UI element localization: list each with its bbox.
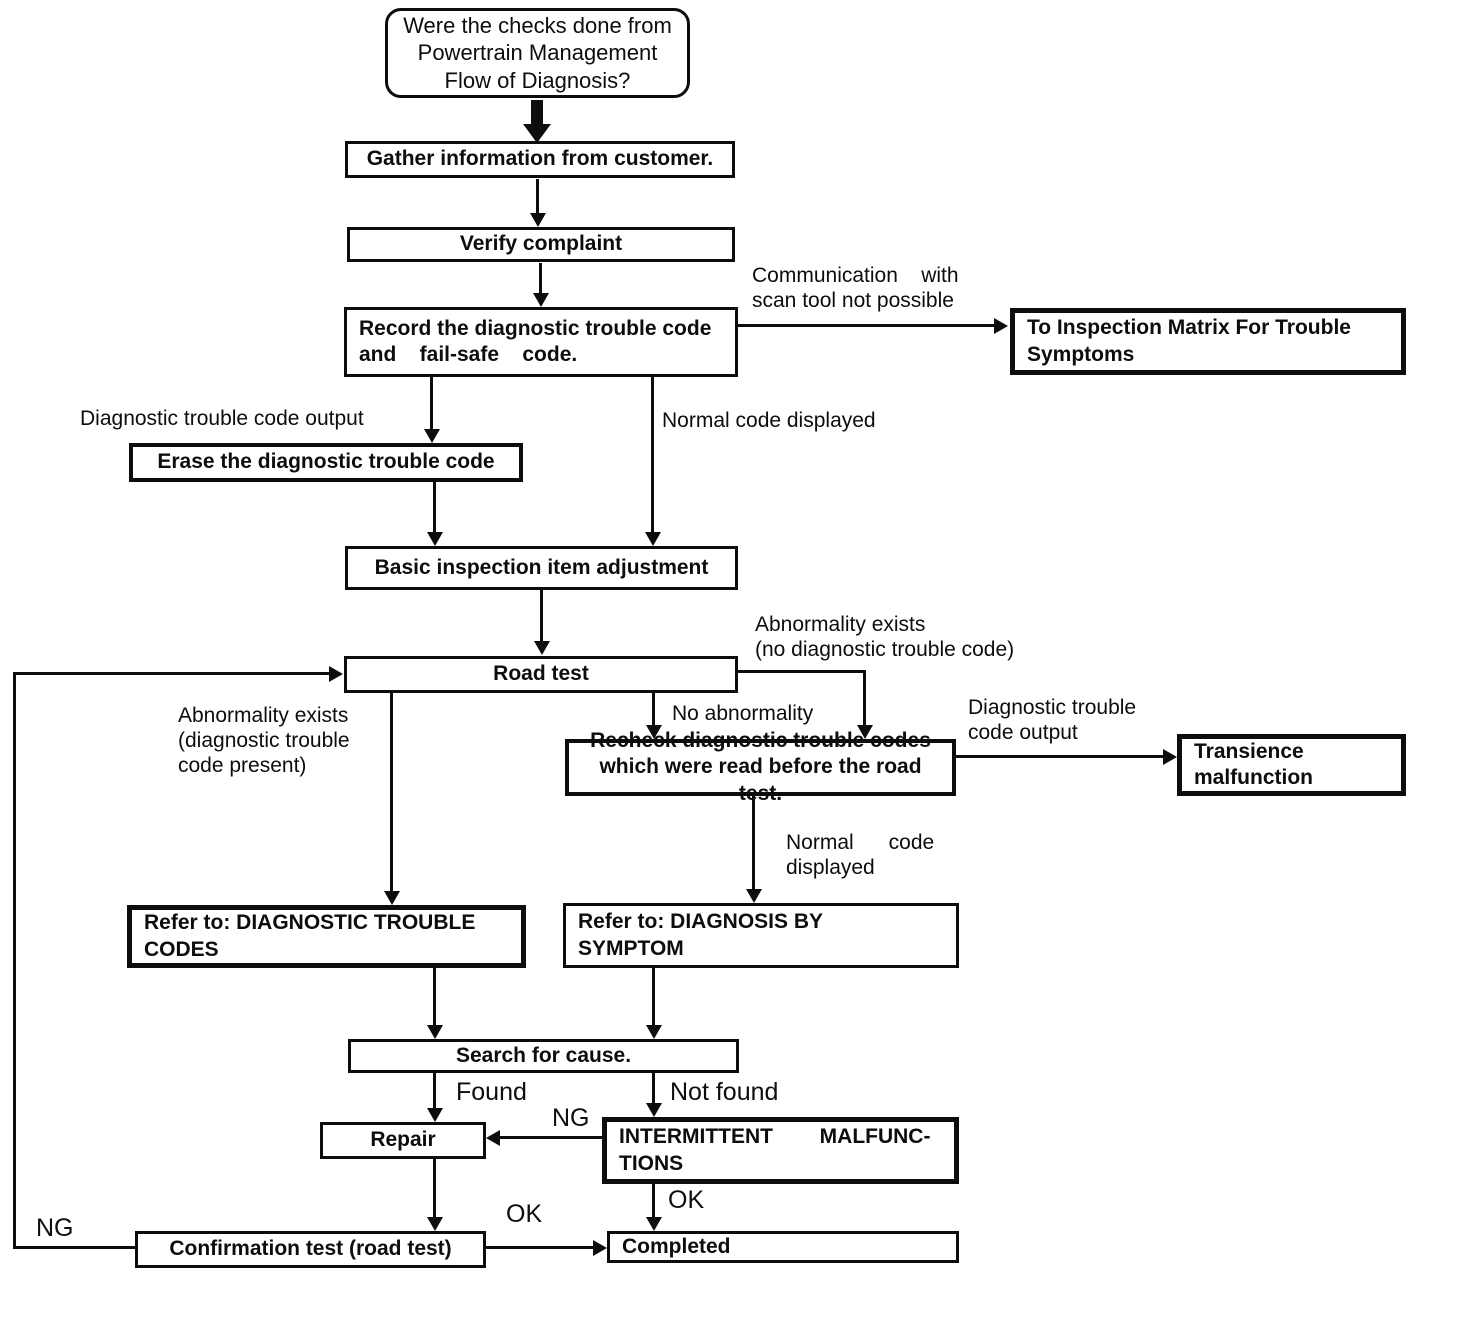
arrowhead-road-refer-dtc [384,891,400,905]
node-completed: Completed [607,1231,959,1263]
node-erase-dtc: Erase the diagnostic trouble code [129,443,523,482]
connector-record-basic [651,377,654,533]
node-to-inspection-matrix: To Inspection Matrix For Trouble Symptom… [1010,308,1406,375]
node-record-dtc: Record the diagnostic trouble code and f… [344,307,738,377]
connector-ng-loop-vertical [13,672,16,1249]
arrowhead-road-recheck [646,725,662,739]
node-road-test: Road test [344,656,738,693]
connector-intermittent-completed [652,1184,655,1218]
label-not-found: Not found [670,1078,779,1106]
connector-repair-confirmation [433,1159,436,1218]
arrowhead-intermittent-repair [486,1130,500,1146]
label-normal-code-displayed-2: Normal code displayed [786,831,935,880]
node-repair: Repair [320,1122,486,1159]
connector-start-gather [531,100,543,128]
arrowhead-recheck-refer-symptom [746,889,762,903]
arrowhead-record-basic [645,532,661,546]
label-found: Found [456,1078,527,1106]
label-ng-loop: NG [36,1214,74,1242]
arrowhead-refer-dtc-search [427,1025,443,1039]
connector-intermittent-repair [497,1136,602,1139]
arrowhead-basic-road [534,641,550,655]
label-normal-code-displayed: Normal code displayed [662,409,876,432]
connector-search-intermittent [652,1073,655,1104]
label-diagnostic-trouble-code-output-2: Diagnostic trouble code output [968,696,1137,745]
connector-road-recheck-elbow-h [738,670,866,673]
connector-record-erase [430,377,433,431]
arrowhead-search-repair [427,1108,443,1122]
connector-confirmation-completed [486,1246,594,1249]
node-basic-inspection: Basic inspection item adjustment [345,546,738,590]
node-gather-information: Gather information from customer. [345,141,735,178]
connector-refer-dtc-search [433,968,436,1026]
arrowhead-confirmation-completed [593,1240,607,1256]
connector-road-refer-dtc [390,693,393,891]
connector-road-recheck-elbow-v [863,670,866,725]
label-ok-confirmation: OK [506,1200,543,1228]
connector-record-inspection [738,324,996,327]
connector-recheck-refer-symptom [752,796,755,891]
arrowhead-record-inspection [994,318,1008,334]
arrowhead-intermittent-completed [646,1217,662,1231]
arrowhead-verify-record [533,293,549,307]
arrowhead-gather-verify [530,213,546,227]
arrowhead-start-gather [523,124,551,143]
arrowhead-road-recheck-elbow [857,725,873,739]
node-intermittent-malfunctions: INTERMITTENT MALFUNC- TIONS [602,1117,959,1184]
node-recheck-dtc: Recheck diagnostic trouble codes which w… [565,729,956,805]
connector-search-repair [433,1073,436,1109]
arrowhead-refer-symptom-search [646,1025,662,1039]
arrowhead-erase-basic [427,532,443,546]
label-ng-intermittent: NG [552,1104,590,1132]
arrowhead-record-erase [424,429,440,443]
connector-gather-verify [536,179,539,215]
connector-recheck-transience [956,755,1166,758]
arrowhead-ng-loop-road [329,666,343,682]
label-ok-intermittent: OK [668,1186,705,1214]
node-verify-complaint: Verify complaint [347,227,735,262]
connector-road-recheck [652,693,655,725]
connector-refer-symptom-search [652,968,655,1026]
connector-basic-road [540,590,543,642]
arrowhead-repair-confirmation [427,1217,443,1231]
connector-erase-basic [433,482,436,533]
connector-ng-loop-bottom [13,1246,135,1249]
connector-verify-record [539,263,542,295]
label-communication-with-scan-tool: Communication with scan tool not possibl… [752,264,959,313]
node-search-for-cause: Search for cause. [348,1039,739,1073]
node-refer-diagnostic-trouble-codes: Refer to: DIAGNOSTIC TROUBLE CODES [127,905,526,968]
node-transience-malfunction: Transience malfunction [1177,734,1406,796]
node-confirmation-test: Confirmation test (road test) [135,1231,486,1268]
label-diagnostic-trouble-code-output: Diagnostic trouble code output [80,407,364,430]
arrowhead-search-intermittent [646,1103,662,1117]
label-abnormality-exists-dtc-present: Abnormality exists (diagnostic trouble c… [178,704,350,778]
arrowhead-recheck-transience [1163,749,1177,765]
connector-ng-loop-top [13,672,330,675]
label-no-abnormality: No abnormality [672,702,814,725]
node-refer-diagnosis-by-symptom: Refer to: DIAGNOSIS BY SYMPTOM [563,903,959,968]
label-abnormality-exists-no-dtc: Abnormality exists (no diagnostic troubl… [755,613,1015,662]
node-start: Were the checks done from Powertrain Man… [385,8,690,98]
